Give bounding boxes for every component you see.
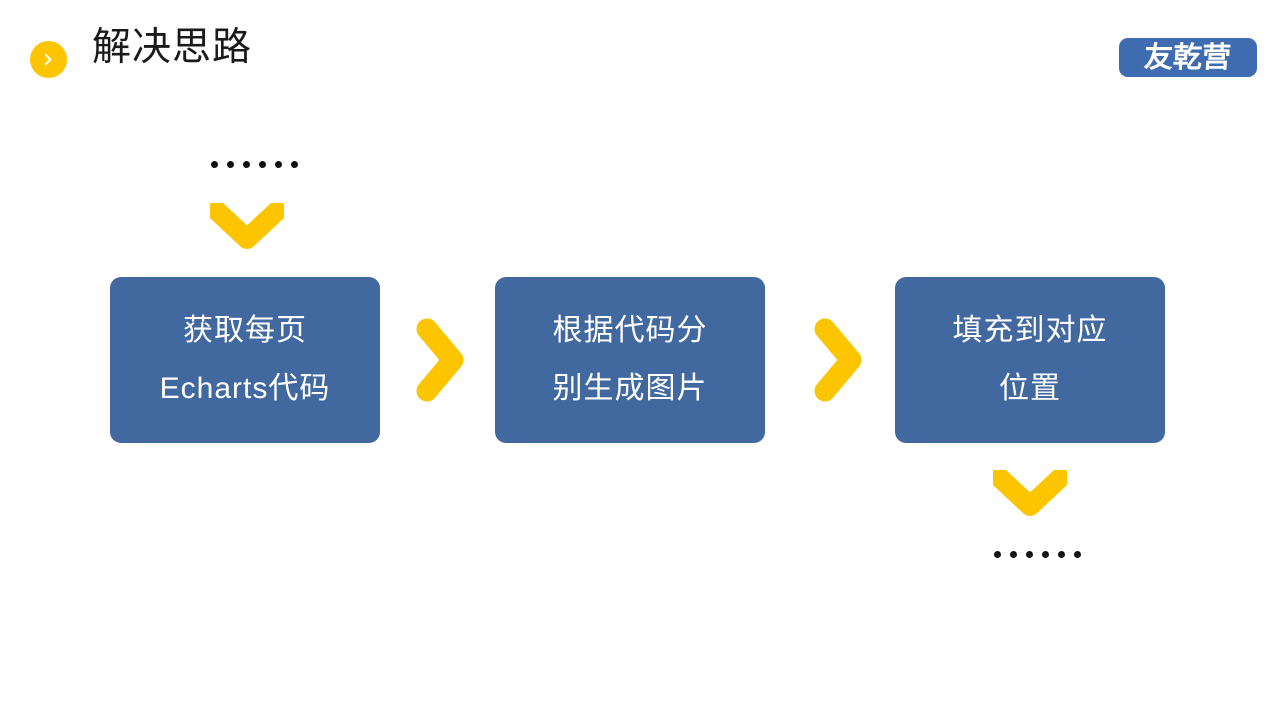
header-bullet-icon [30,41,67,78]
chevron-right-icon [814,318,862,402]
chevron-right-icon [416,318,464,402]
flow-step-box-1-line2: Echarts代码 [159,372,331,405]
brand-logo: 友乾营 [1119,38,1257,77]
dot [275,161,282,168]
flow-step-box-3-line1: 填充到对应 [952,313,1108,347]
chevron-down-icon [210,203,284,249]
brand-logo-text: 友乾营 [1143,40,1233,74]
flow-step-box-2-line1: 根据代码分 [552,313,708,347]
flow-step-box-1-line1: 获取每页 [183,313,307,347]
flow-step-box-3-line2: 位置 [999,372,1061,405]
dot [1010,551,1017,558]
dot [211,161,218,168]
flow-step-box-3[interactable]: 填充到对应 位置 [895,277,1165,443]
flow-step-box-2-line2: 别生成图片 [552,372,708,405]
dot [1074,551,1081,558]
dot [227,161,234,168]
dot [259,161,266,168]
dot [1042,551,1049,558]
chevron-down-icon [993,470,1067,516]
dot [1058,551,1065,558]
page-title: 解决思路 [92,26,253,69]
dot [243,161,250,168]
dot [994,551,1001,558]
dot [291,161,298,168]
ellipsis-dots-icon [994,551,1081,558]
flow-step-box-1[interactable]: 获取每页 Echarts代码 [110,277,380,443]
dot [1026,551,1033,558]
ellipsis-dots-icon [211,161,298,168]
flow-step-box-2[interactable]: 根据代码分 别生成图片 [495,277,765,443]
